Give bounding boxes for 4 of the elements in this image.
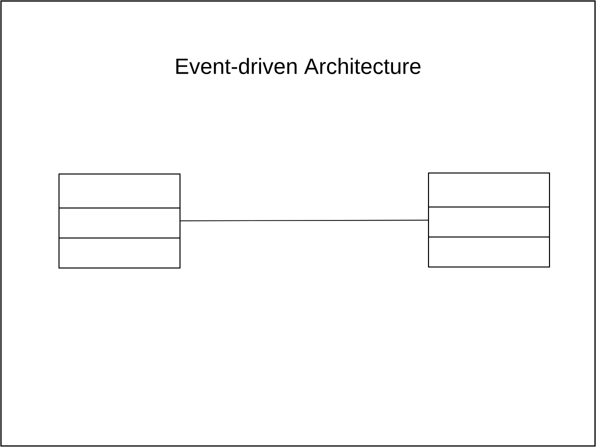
title: Event-driven Architecture	[176, 58, 420, 74]
class-box	[428, 172, 550, 268]
class-box	[58, 174, 180, 268]
connector-line	[180, 220, 428, 222]
